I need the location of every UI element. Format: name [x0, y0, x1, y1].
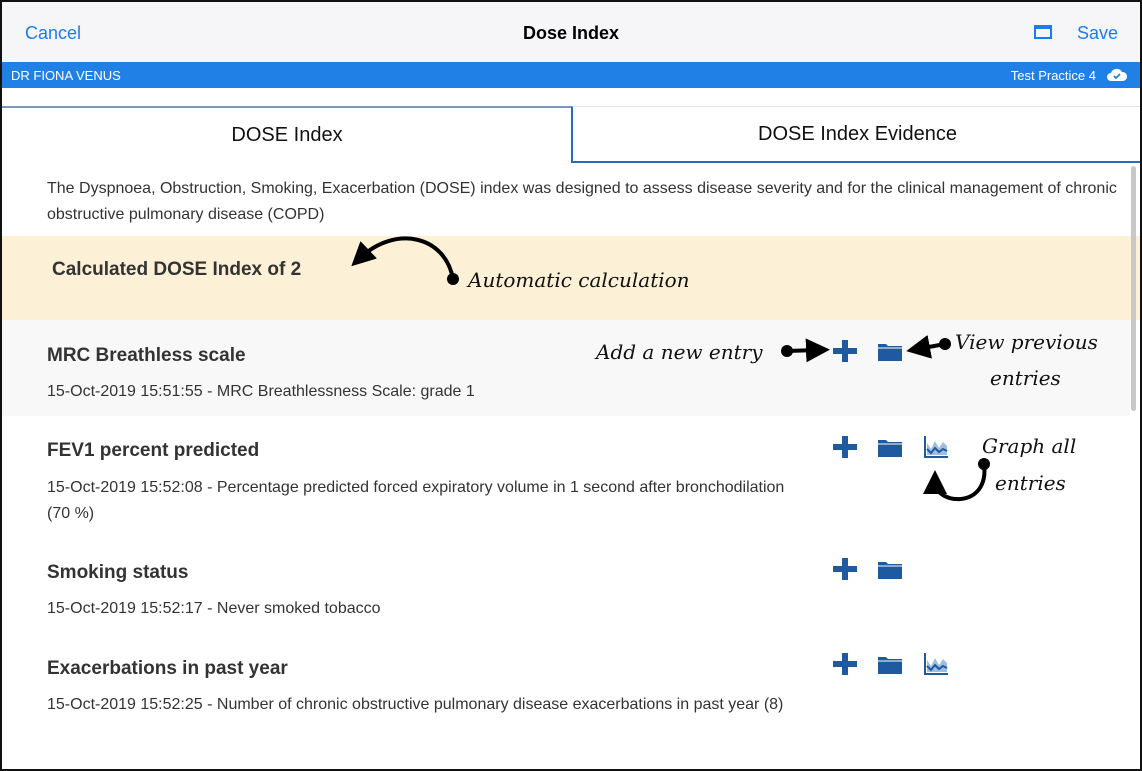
section-value: 15-Oct-2019 15:51:55 - MRC Breathlessnes…	[47, 383, 475, 400]
tab-dose-index[interactable]: DOSE Index	[2, 106, 572, 163]
section-title: Exacerbations in past year	[47, 658, 288, 679]
section-value: 15-Oct-2019 15:52:25 - Number of chronic…	[47, 696, 784, 713]
section-exacerbations: Exacerbations in past year 15-Oct-2019 1…	[0, 640, 1130, 760]
annotation-automatic: Automatic calculation	[468, 268, 690, 292]
annotation-view-2: entries	[990, 366, 1061, 390]
view-previous-button[interactable]	[877, 557, 903, 581]
graph-entries-button[interactable]	[923, 435, 949, 459]
plus-icon	[833, 558, 857, 580]
section-title: FEV1 percent predicted	[47, 440, 260, 461]
folder-icon	[878, 344, 902, 361]
plus-icon	[833, 653, 857, 675]
practice-name: Test Practice 4	[1010, 68, 1096, 83]
calculated-score: Calculated DOSE Index of 2	[52, 259, 302, 280]
view-previous-button[interactable]	[877, 435, 903, 459]
folder-icon	[878, 440, 902, 457]
section-title: MRC Breathless scale	[47, 345, 246, 366]
graph-entries-button[interactable]	[923, 652, 949, 676]
section-mrc: MRC Breathless scale 15-Oct-2019 15:51:5…	[0, 320, 1130, 416]
plus-icon	[833, 436, 857, 458]
add-entry-button[interactable]	[832, 557, 858, 581]
section-title: Smoking status	[47, 562, 189, 583]
view-previous-button[interactable]	[877, 652, 903, 676]
tab-bar: DOSE Index DOSE Index Evidence	[0, 106, 1142, 163]
annotation-add: Add a new entry	[596, 340, 763, 364]
chart-icon	[924, 436, 948, 458]
save-button[interactable]: Save	[1077, 23, 1119, 43]
folder-icon	[878, 562, 902, 579]
description: The Dyspnoea, Obstruction, Smoking, Exac…	[47, 180, 1117, 223]
user-name: DR FIONA VENUS	[11, 68, 121, 83]
add-entry-button[interactable]	[832, 652, 858, 676]
annotation-graph: Graph all	[982, 434, 1077, 458]
section-value: 15-Oct-2019 15:52:08 - Percentage predic…	[47, 479, 785, 522]
page-title: Dose Index	[522, 23, 620, 43]
add-entry-button[interactable]	[832, 339, 858, 363]
cloud-sync-icon	[1107, 68, 1128, 81]
section-smoking: Smoking status 15-Oct-2019 15:52:17 - Ne…	[0, 540, 1130, 640]
plus-icon	[833, 340, 857, 362]
view-previous-button[interactable]	[877, 339, 903, 363]
annotation-graph-2: entries	[995, 471, 1066, 495]
calculated-banner: Calculated DOSE Index of 2	[0, 236, 1140, 320]
chart-icon	[924, 653, 948, 675]
nav-header: Cancel Dose Index Save	[0, 0, 1142, 62]
user-bar: DR FIONA VENUS Test Practice 4	[0, 62, 1142, 88]
scrollbar[interactable]	[1131, 166, 1136, 411]
section-fev1: FEV1 percent predicted 15-Oct-2019 15:52…	[0, 416, 1130, 536]
tab-dose-index-evidence[interactable]: DOSE Index Evidence	[571, 106, 1142, 163]
annotation-view: View previous	[955, 330, 1098, 354]
section-value: 15-Oct-2019 15:52:17 - Never smoked toba…	[47, 600, 381, 617]
cancel-button[interactable]: Cancel	[25, 23, 82, 43]
add-entry-button[interactable]	[832, 435, 858, 459]
calendar-icon[interactable]	[1034, 25, 1052, 39]
folder-icon	[878, 657, 902, 674]
